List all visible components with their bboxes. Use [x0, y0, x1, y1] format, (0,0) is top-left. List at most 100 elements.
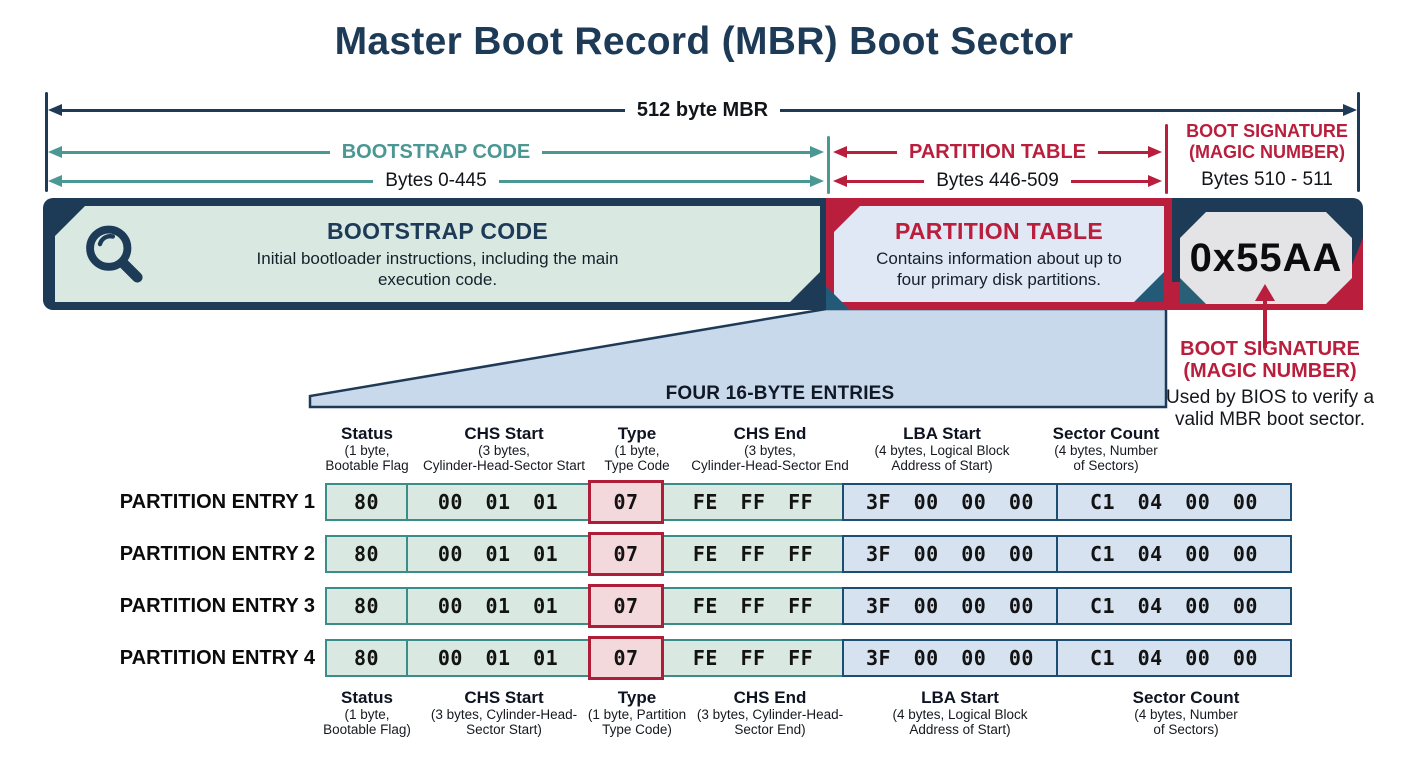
- row-label: PARTITION ENTRY 1: [119, 491, 315, 513]
- signature-span-line1: BOOT SIGNATURE: [1186, 121, 1348, 141]
- bootstrap-text: BOOTSTRAP CODE Initial bootloader instru…: [55, 206, 820, 302]
- chs-start-cell: 00 01 01: [406, 483, 590, 521]
- arrow-left-icon: [833, 175, 847, 187]
- top-header-status: Status (1 byte, Bootable Flag: [325, 424, 408, 473]
- sector-count-cell: C1 04 00 00: [1056, 483, 1292, 521]
- arrow-left-icon: [833, 146, 847, 158]
- header-sub: (1 byte,: [344, 707, 390, 722]
- chs-end-cell: FE FF FF: [662, 535, 844, 573]
- bootstrap-bytes-label: Bytes 0-445: [385, 170, 487, 191]
- arrow-up-icon: [1255, 284, 1275, 301]
- header-name: CHS End: [733, 688, 807, 707]
- bootstrap-section: BOOTSTRAP CODE Initial bootloader instru…: [55, 206, 820, 302]
- partition-text: PARTITION TABLE Contains information abo…: [834, 206, 1164, 302]
- header-sub: Cylinder-Head-Sector End: [691, 458, 849, 473]
- partition-section: PARTITION TABLE Contains information abo…: [826, 198, 1172, 310]
- lba-start-cell: 3F 00 00 00: [842, 483, 1058, 521]
- bottom-header-chs-start: CHS Start (3 bytes, Cylinder-Head- Secto…: [431, 688, 577, 737]
- bootstrap-desc-line1: Initial bootloader instructions, includi…: [256, 249, 619, 268]
- arrow-right-icon: [810, 146, 825, 158]
- bootstrap-bytes-arrow: Bytes 0-445: [48, 169, 824, 193]
- chs-end-cell: FE FF FF: [662, 587, 844, 625]
- right-boundary-tick: [1357, 92, 1360, 192]
- partition-bytes-arrow: Bytes 446-509: [833, 169, 1162, 193]
- sector-count-cell: C1 04 00 00: [1056, 587, 1292, 625]
- partition-desc-line1: Contains information about up to: [876, 249, 1122, 268]
- signature-bytes-label: Bytes 510 - 511: [1201, 169, 1333, 190]
- arrow-left-icon: [48, 146, 62, 158]
- header-name: LBA Start: [921, 688, 999, 707]
- header-sub: (1 byte,: [344, 443, 390, 458]
- header-name: Status: [341, 688, 393, 707]
- header-sub: (4 bytes, Number: [1054, 443, 1158, 458]
- header-sub: Type Code: [604, 458, 670, 473]
- top-header-chs-end: CHS End (3 bytes, Cylinder-Head-Sector E…: [691, 424, 849, 473]
- chs-end-cell: FE FF FF: [662, 639, 844, 677]
- header-name: CHS Start: [464, 688, 544, 707]
- type-cell: 07: [588, 480, 664, 524]
- status-cell: 80: [325, 587, 408, 625]
- lba-start-cell: 3F 00 00 00: [842, 639, 1058, 677]
- partition-title: PARTITION TABLE: [894, 218, 1104, 244]
- arrow-right-icon: [1148, 146, 1162, 158]
- bottom-header-status: Status (1 byte, Bootable Flag): [323, 688, 411, 737]
- status-cell: 80: [325, 535, 408, 573]
- header-sub: (3 bytes, Cylinder-Head-: [430, 707, 578, 722]
- row-label: PARTITION ENTRY 4: [119, 647, 315, 669]
- top-header-chs-start: CHS Start (3 bytes, Cylinder-Head-Sector…: [423, 424, 585, 473]
- header-sub: Type Code): [602, 722, 672, 737]
- top-header-type: Type (1 byte, Type Code: [604, 424, 669, 473]
- signature-span-label: BOOT SIGNATURE (MAGIC NUMBER): [1170, 121, 1364, 163]
- bootstrap-span-arrow: BOOTSTRAP CODE: [48, 140, 825, 164]
- header-sub: (4 bytes, Number: [1134, 707, 1238, 722]
- header-name: Sector Count: [1132, 688, 1240, 707]
- mbr-span-arrow: 512 byte MBR: [48, 98, 1357, 122]
- table-row: 80 00 01 01 07 FE FF FF 3F 00 00 00 C1 0…: [325, 636, 1292, 680]
- partition-span-label: PARTITION TABLE: [908, 140, 1087, 163]
- sector-count-cell: C1 04 00 00: [1056, 639, 1292, 677]
- table-row: 80 00 01 01 07 FE FF FF 3F 00 00 00 C1 0…: [325, 480, 1292, 524]
- arrow-right-icon: [1343, 104, 1357, 116]
- header-name: Type: [617, 688, 657, 707]
- magnifier-icon: [79, 219, 149, 294]
- lba-start-cell: 3F 00 00 00: [842, 535, 1058, 573]
- mbr-bar: BOOTSTRAP CODE Initial bootloader instru…: [43, 198, 1363, 310]
- bottom-header-lba-start: LBA Start (4 bytes, Logical Block Addres…: [892, 688, 1027, 737]
- arrow-right-icon: [1148, 175, 1162, 187]
- annotation-title-line1: BOOT SIGNATURE: [1180, 338, 1360, 360]
- header-sub: (1 byte,: [614, 443, 660, 458]
- bootstrap-title: BOOTSTRAP CODE: [326, 218, 548, 244]
- header-name: Status: [341, 424, 393, 443]
- row-label: PARTITION ENTRY 3: [119, 595, 315, 617]
- header-sub: Cylinder-Head-Sector Start: [422, 458, 586, 473]
- header-sub: (3 bytes,: [478, 443, 530, 458]
- header-name: LBA Start: [903, 424, 981, 443]
- header-name: CHS Start: [464, 424, 544, 443]
- entries-banner: FOUR 16-BYTE ENTRIES: [665, 383, 895, 404]
- header-sub: Address of Start): [909, 722, 1011, 737]
- header-sub: (3 bytes, Cylinder-Head-: [696, 707, 844, 722]
- type-cell: 07: [588, 636, 664, 680]
- header-name: CHS End: [733, 424, 807, 443]
- row-label: PARTITION ENTRY 2: [119, 543, 315, 565]
- arrow-left-icon: [48, 175, 62, 187]
- header-sub: (1 byte, Partition: [587, 707, 687, 722]
- type-cell: 07: [588, 584, 664, 628]
- boot-signature-value: 0x55AA: [1189, 235, 1343, 280]
- bootstrap-desc-line2: execution code.: [377, 270, 498, 289]
- lba-start-cell: 3F 00 00 00: [842, 587, 1058, 625]
- header-name: Type: [617, 424, 657, 443]
- chs-start-cell: 00 01 01: [406, 639, 590, 677]
- partition-bytes-label: Bytes 446-509: [936, 170, 1059, 191]
- annotation-desc-line2: valid MBR boot sector.: [1174, 409, 1366, 430]
- top-header-lba-start: LBA Start (4 bytes, Logical Block Addres…: [874, 424, 1009, 473]
- page-title: Master Boot Record (MBR) Boot Sector: [334, 20, 1074, 63]
- header-sub: (4 bytes, Logical Block: [874, 443, 1010, 458]
- bootstrap-partition-tick: [827, 136, 830, 194]
- arrow-right-icon: [810, 175, 824, 187]
- signature-span-line2: (MAGIC NUMBER): [1189, 142, 1345, 162]
- chs-start-cell: 00 01 01: [406, 535, 590, 573]
- header-sub: Bootable Flag: [325, 458, 409, 473]
- annotation-desc-line1: Used by BIOS to verify a: [1165, 387, 1375, 408]
- status-cell: 80: [325, 483, 408, 521]
